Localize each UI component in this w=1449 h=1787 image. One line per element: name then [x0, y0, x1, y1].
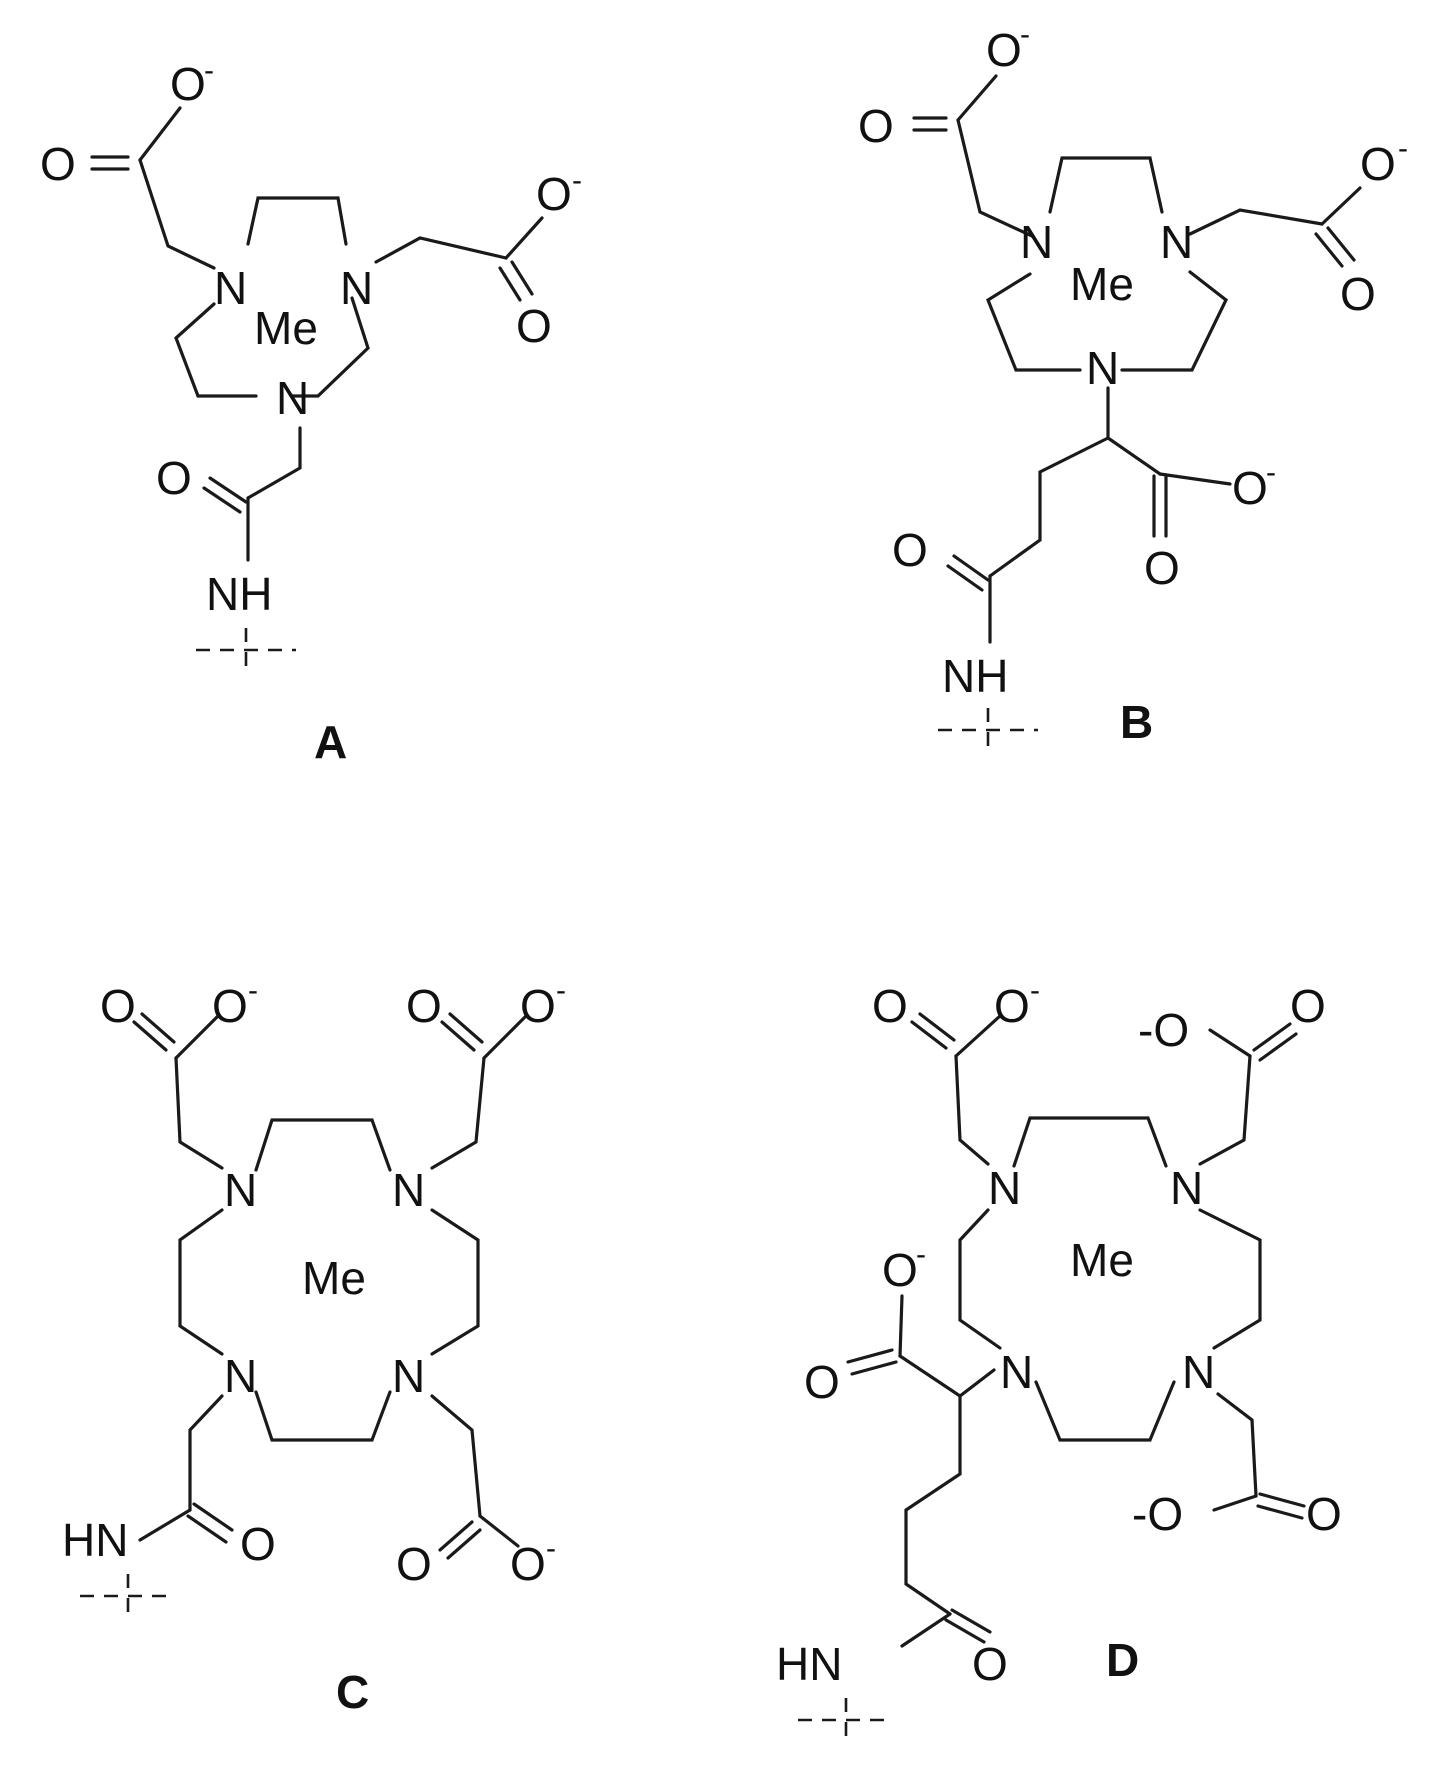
c-atom-n4: N [392, 1350, 425, 1402]
b-charge-3: - [1266, 456, 1276, 489]
c-atom-o2: O [212, 980, 248, 1032]
b-atom-o1: O [986, 24, 1022, 76]
d-atom-o6: O [1306, 1488, 1342, 1540]
panel-label-c: C [336, 1666, 369, 1718]
b-charge-2: - [1398, 132, 1408, 165]
panel-label-a: A [314, 716, 347, 768]
b-atom-o7: O [892, 524, 928, 576]
d-atom-o3: -O [1138, 1004, 1189, 1056]
panel-label-d: D [1106, 1634, 1139, 1686]
d-atom-o9: O [972, 1638, 1008, 1690]
c-atom-n1: N [224, 1164, 257, 1216]
a-atom-o5: O [156, 452, 192, 504]
d-atom-o7: O [882, 1244, 918, 1296]
c-atom-o1: O [100, 980, 136, 1032]
d-atom-o1: O [872, 980, 908, 1032]
c-atom-o3: O [406, 980, 442, 1032]
d-atom-n1: N [988, 1162, 1021, 1214]
c-charge-1: - [248, 974, 258, 1007]
d-charge-2: - [916, 1238, 926, 1271]
d-atom-hn: HN [776, 1638, 842, 1690]
b-atom-nh: NH [942, 650, 1008, 702]
b-atom-o3: O [1360, 138, 1396, 190]
a-charge-1: - [204, 54, 214, 87]
structure-c: N N N N Me O O - O O - O O - O HN C [62, 974, 566, 1718]
a-atom-n3: N [276, 372, 309, 424]
d-atom-n4: N [1182, 1346, 1215, 1398]
d-atom-o4: O [1290, 980, 1326, 1032]
a-atom-nh: NH [206, 568, 272, 620]
b-atom-o4: O [1340, 268, 1376, 320]
b-atom-n2: N [1160, 216, 1193, 268]
a-metal-label: Me [254, 302, 318, 354]
d-atom-o8: O [804, 1356, 840, 1408]
b-atom-n3: N [1086, 342, 1119, 394]
a-atom-o4: O [516, 300, 552, 352]
d-atom-o2: O [994, 980, 1030, 1032]
c-charge-3: - [546, 1532, 556, 1565]
d-atom-o5: -O [1132, 1488, 1183, 1540]
b-metal-label: Me [1070, 258, 1134, 310]
b-atom-o6: O [1144, 542, 1180, 594]
d-charge-1: - [1030, 974, 1040, 1007]
c-metal-label: Me [302, 1252, 366, 1304]
c-atom-n2: N [392, 1164, 425, 1216]
a-charge-2: - [572, 164, 582, 197]
structure-a: N N N Me O - O O - O O NH A [40, 54, 582, 768]
c-atom-o6: O [510, 1538, 546, 1590]
c-atom-o5: O [396, 1538, 432, 1590]
b-atom-o5: O [1232, 462, 1268, 514]
c-charge-2: - [556, 974, 566, 1007]
a-atom-o3: O [536, 168, 572, 220]
d-atom-n2: N [1170, 1162, 1203, 1214]
a-atom-n2: N [340, 262, 373, 314]
b-atom-n1: N [1020, 216, 1053, 268]
d-metal-label: Me [1070, 1234, 1134, 1286]
structure-b: N N N Me O - O O - O O - O O NH B [858, 18, 1408, 752]
structure-d: N N N N Me O O - -O O -O O O - O O HN D [776, 974, 1342, 1742]
d-atom-n3: N [1000, 1346, 1033, 1398]
b-atom-o2: O [858, 100, 894, 152]
b-charge-1: - [1020, 18, 1030, 51]
c-atom-o7: O [240, 1518, 276, 1570]
a-atom-o2: O [40, 138, 76, 190]
c-atom-o4: O [520, 980, 556, 1032]
c-atom-n3: N [224, 1350, 257, 1402]
panel-label-b: B [1120, 696, 1153, 748]
a-atom-o1: O [170, 58, 206, 110]
c-atom-hn: HN [62, 1514, 128, 1566]
a-atom-n1: N [214, 262, 247, 314]
